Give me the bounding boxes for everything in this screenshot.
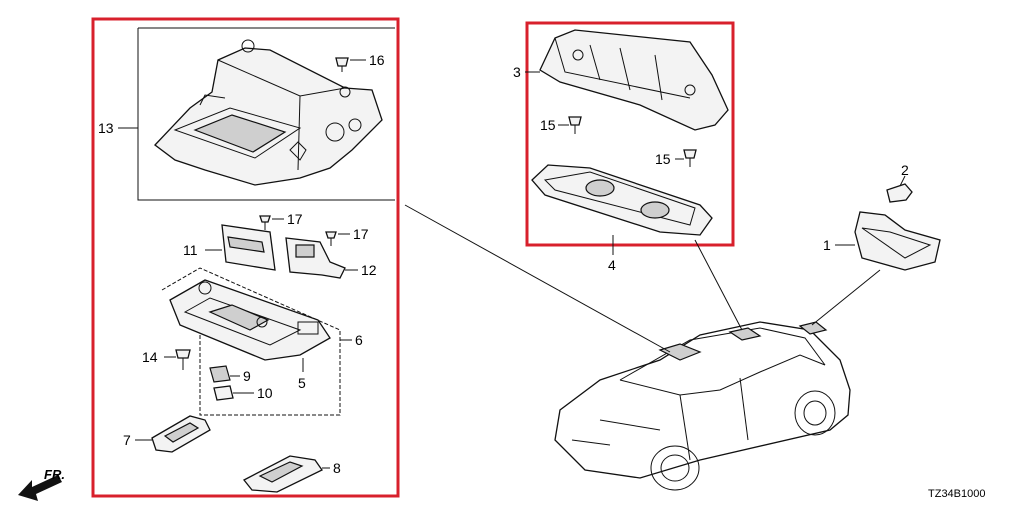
callout-9: 9 <box>243 368 251 384</box>
front-arrow-icon <box>18 475 62 501</box>
callout-10: 10 <box>257 385 273 401</box>
part-10-tape <box>213 385 254 401</box>
callout-17a: 17 <box>287 211 303 227</box>
callout-8: 8 <box>333 460 341 476</box>
leader-lines-to-car <box>404 204 881 353</box>
part-7-map-lamp <box>135 415 211 453</box>
callout-15a: 15 <box>540 117 556 133</box>
part-17-screws <box>259 215 350 246</box>
highlight-box-right <box>525 21 735 247</box>
part-8-map-lamp <box>242 455 330 493</box>
callout-11: 11 <box>183 242 198 258</box>
callout-1: 1 <box>823 237 831 253</box>
part-6-bracket <box>161 267 352 416</box>
part-14-bolt <box>164 349 191 370</box>
part-4-bezel <box>531 164 713 255</box>
callout-5: 5 <box>298 375 306 391</box>
callout-16: 16 <box>369 52 385 68</box>
part-1-light-housing <box>835 211 941 271</box>
part-2-bulb <box>886 175 913 203</box>
callout-17b: 17 <box>353 226 369 242</box>
callout-3: 3 <box>513 64 521 80</box>
highlight-box-left <box>91 17 400 498</box>
part-5-base-bracket <box>169 279 331 372</box>
part-12-sensor-module <box>285 237 358 279</box>
part-16-clip <box>335 57 366 72</box>
callout-7: 7 <box>123 432 131 448</box>
front-indicator-label: FR. <box>44 467 65 482</box>
callout-15b: 15 <box>655 151 671 167</box>
part-15-screws <box>558 116 697 167</box>
callout-13: 13 <box>98 120 114 136</box>
car-illustration <box>554 321 851 491</box>
callout-14: 14 <box>142 349 158 365</box>
callout-2: 2 <box>901 162 909 178</box>
callout-12: 12 <box>361 262 377 278</box>
part-13-roof-console <box>154 39 383 186</box>
part-3-overhead-console <box>525 29 729 131</box>
diagram-code: TZ34B1000 <box>928 488 985 500</box>
part-13-bracket <box>118 27 395 201</box>
callout-6: 6 <box>355 332 363 348</box>
part-9-pad <box>209 365 240 383</box>
part-11-control-unit <box>205 224 276 271</box>
callout-4: 4 <box>608 257 616 273</box>
